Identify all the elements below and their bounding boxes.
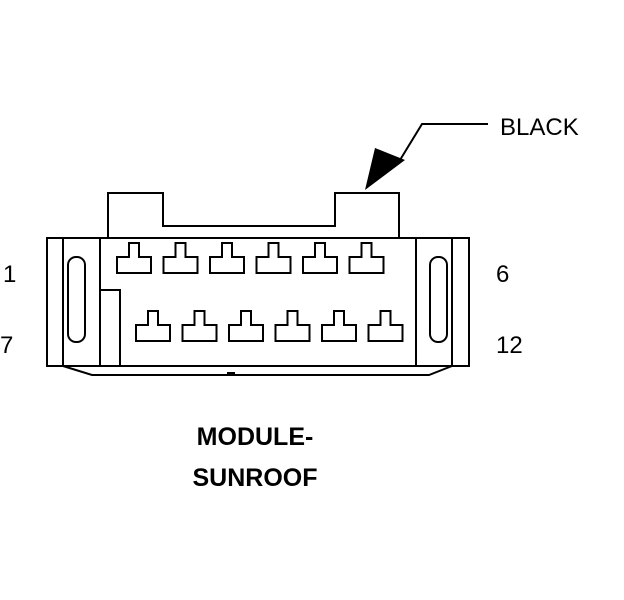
pin-cavity-top-1: [116, 242, 152, 274]
pin-cavity-bottom-10: [274, 310, 311, 342]
pin-label-6: 6: [496, 261, 510, 288]
pin-label-12: 12: [496, 332, 523, 359]
caption-line-2: SUNROOF: [192, 464, 318, 492]
pin-cavity-bottom-11: [321, 310, 357, 342]
color-leader-arrow: [365, 148, 405, 190]
caption-line-1: MODULE-: [196, 423, 314, 451]
color-leader-line: [399, 123, 488, 161]
connector-bottom-skirt: [62, 365, 453, 376]
pin-label-1: 1: [3, 261, 17, 288]
wire-color-label: BLACK: [500, 114, 579, 141]
pin-cavity-bottom-7: [135, 310, 171, 342]
bottom-center-mark: [227, 372, 235, 375]
pin-cavity-outline: [99, 238, 417, 366]
pin-label-7: 7: [0, 332, 14, 359]
pin-cavity-top-6: [348, 242, 385, 274]
pin-cavity-top-2: [162, 242, 199, 274]
left-latch-slot: [67, 256, 86, 343]
right-latch-slot: [429, 256, 448, 343]
pin-cavity-top-5: [302, 242, 338, 274]
pin-cavity-top-3: [209, 242, 245, 274]
pin-cavity-bottom-8: [181, 310, 218, 342]
pin-cavity-bottom-12: [367, 310, 404, 342]
pin-cavity-top-4: [255, 242, 292, 274]
pin-cavity-bottom-9: [228, 310, 264, 342]
connector-top-tab: [107, 192, 400, 238]
connector-body: [46, 237, 470, 367]
